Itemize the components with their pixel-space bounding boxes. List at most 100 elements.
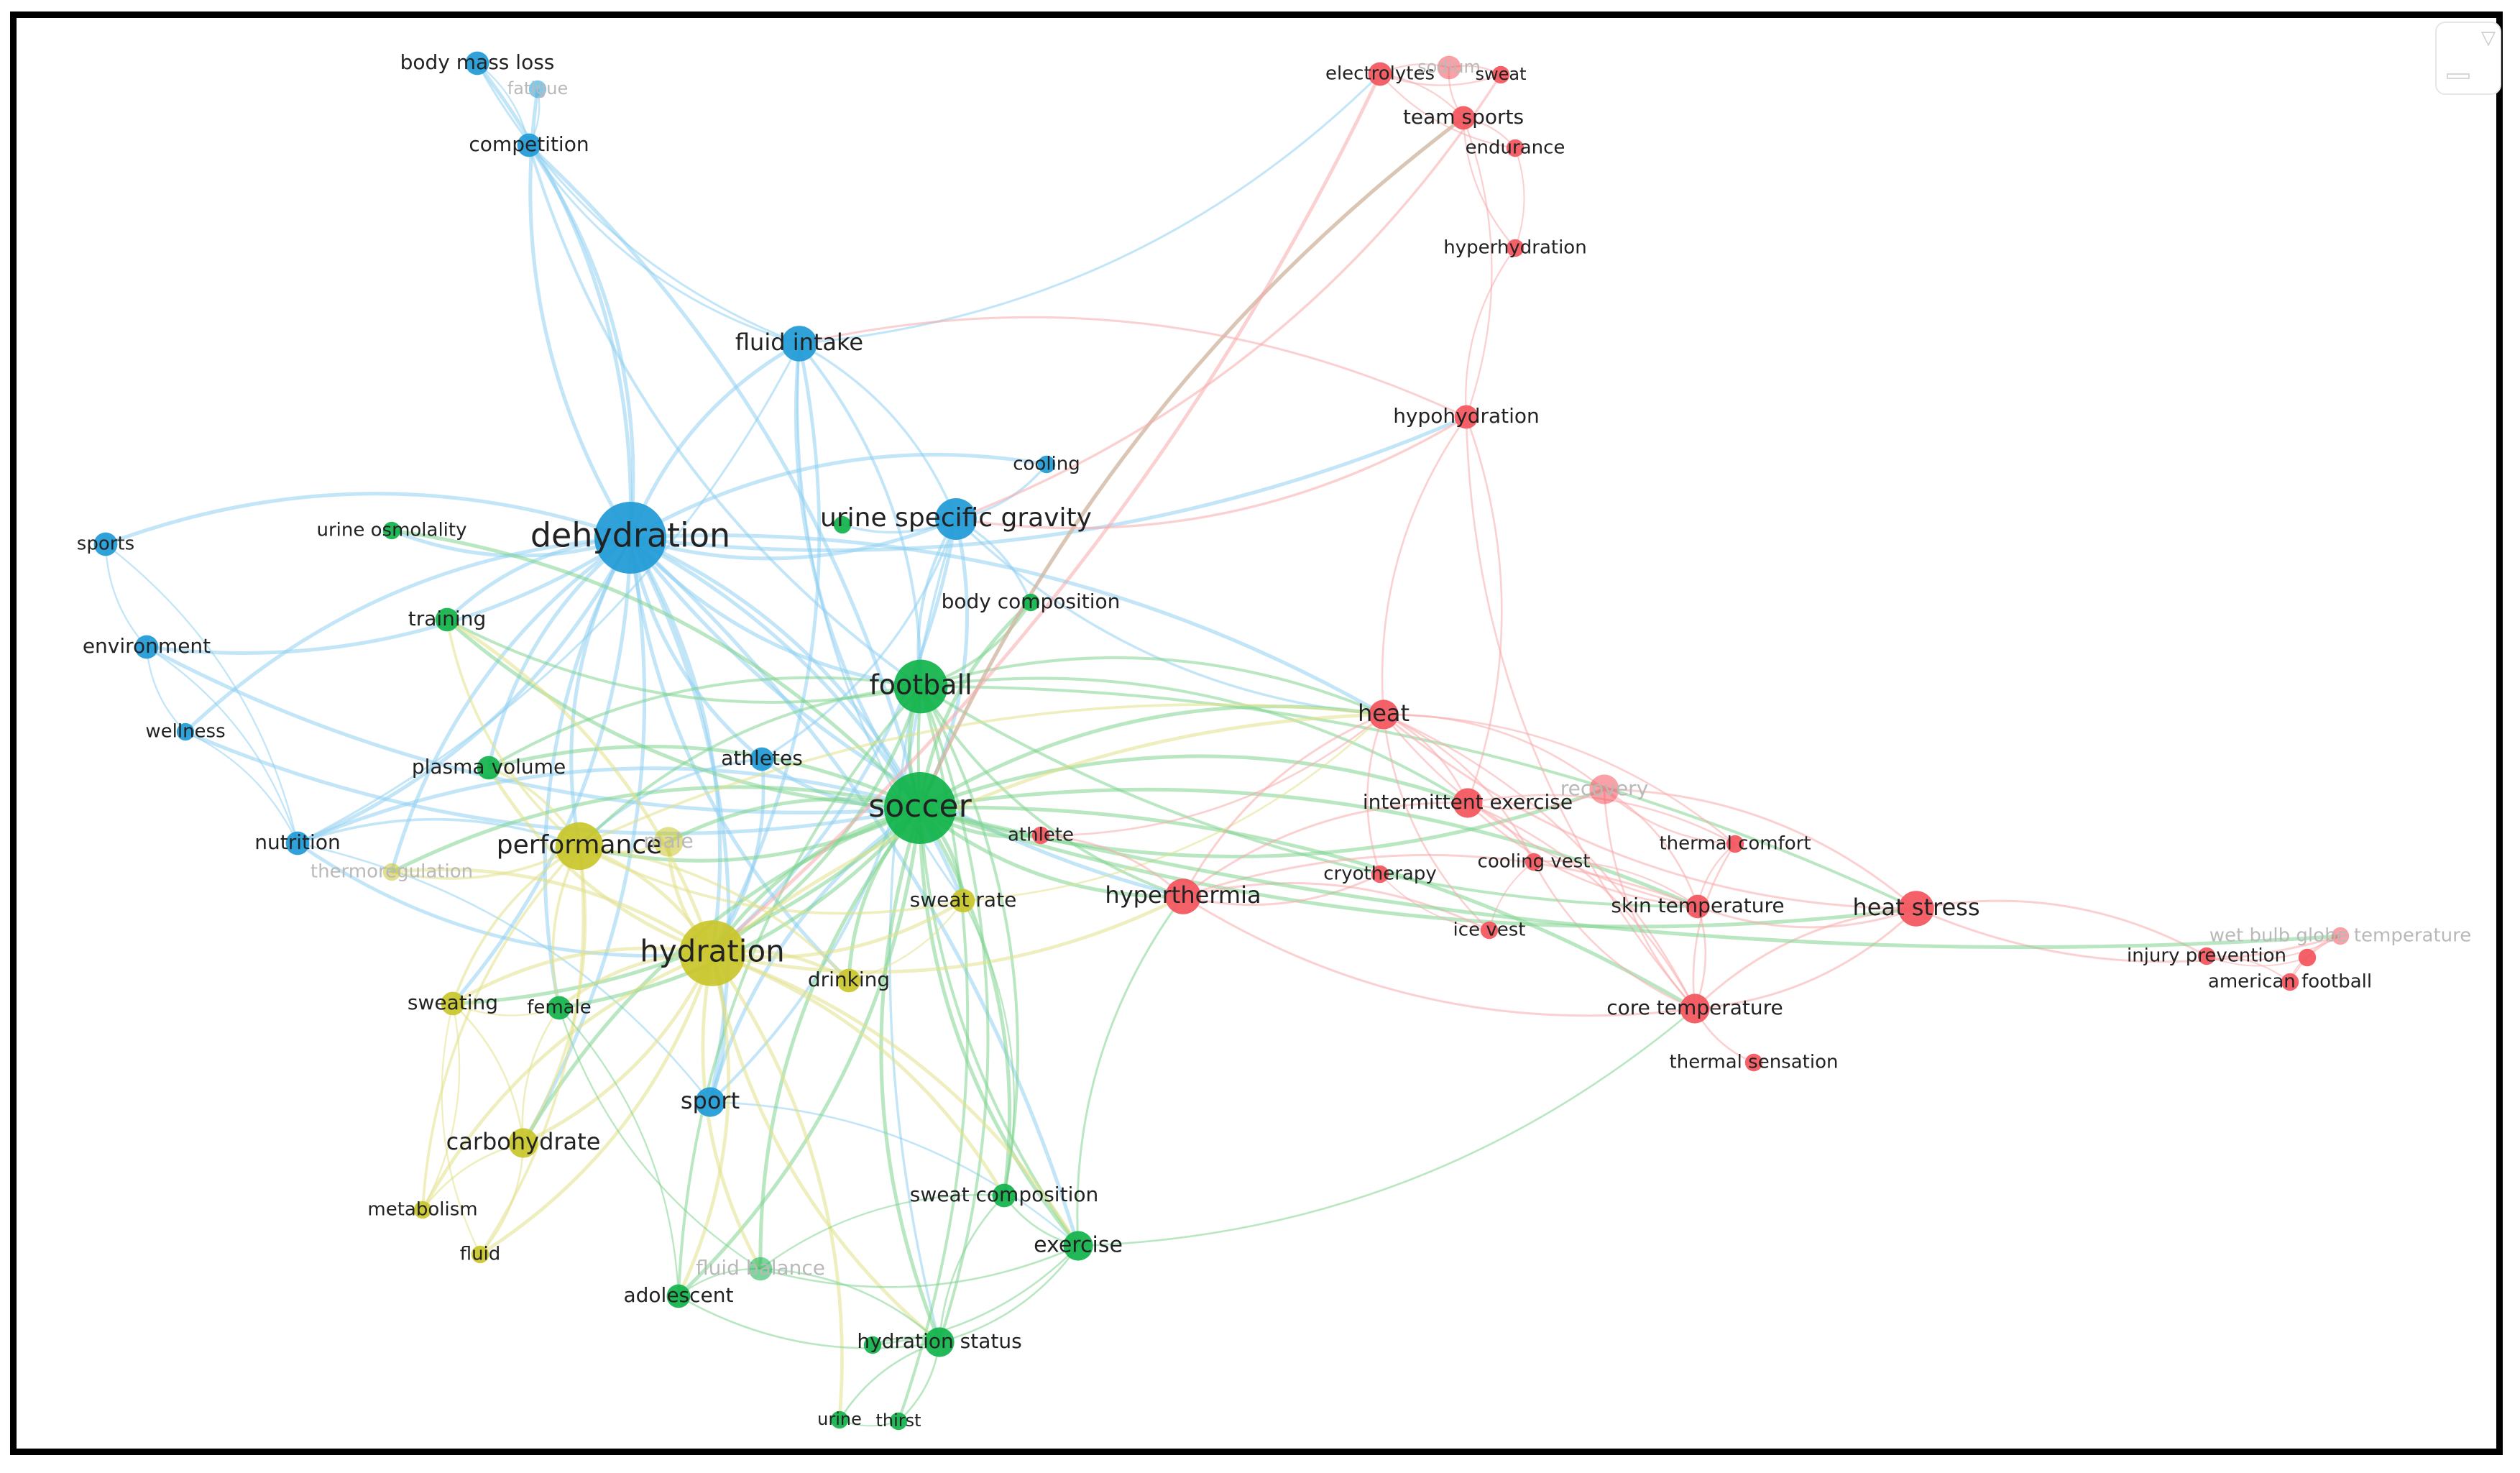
node-ice-vest[interactable] [1480,921,1499,940]
edge-performance-sweat-rate [579,845,964,915]
node-heat-stress[interactable] [1898,891,1934,927]
node-competition[interactable] [517,133,541,157]
node-hydration-status-small[interactable] [863,1336,882,1354]
edge-hydration-sweat-rate [712,899,965,959]
node-fluid-intake[interactable] [781,326,817,362]
node-sodium[interactable] [1437,55,1461,80]
node-dehydration[interactable] [594,502,666,574]
edge-hydration-urine [711,952,844,1421]
node-hyperthermia[interactable] [1165,878,1201,914]
node-injury-prevention[interactable] [2197,947,2216,965]
node-soccer[interactable] [884,772,956,844]
edge-heat-stress-core-temperature [1694,907,1918,1010]
edge-adolescent-hydration-status [678,1295,940,1349]
node-body-mass-loss[interactable] [465,51,489,75]
node-plasma-volume[interactable] [477,756,501,780]
edge-soccer-wet-bulb-globe-temperature [919,806,2341,950]
node-performance[interactable] [555,822,604,871]
node-electrolytes[interactable] [1368,62,1392,86]
node-label-ice-vest: ice vest [1453,919,1526,941]
node-label-cooling: cooling [1013,454,1080,475]
node-nutrition[interactable] [285,831,310,855]
node-core-temperature[interactable] [1680,994,1710,1024]
node-sweat-composition[interactable] [992,1183,1016,1208]
node-recovery[interactable] [1589,774,1619,804]
node-endurance[interactable] [1506,139,1525,157]
edge-dehydration-female [543,536,633,1009]
node-athletes[interactable] [750,747,774,771]
minimize-icon[interactable] [2447,73,2470,79]
node-drinking[interactable] [837,968,861,993]
node-sweat[interactable] [1491,65,1510,84]
edge-football-adolescent [677,685,922,1297]
node-thermal-comfort[interactable] [1726,835,1744,853]
node-fatigue[interactable] [528,80,547,98]
node-cryotherapy[interactable] [1371,865,1389,884]
edge-hydration-exercise [712,951,1080,1247]
node-label-american-football: american football [2208,971,2372,993]
node-athlete[interactable] [1031,826,1050,845]
edge-performance-fluid [479,845,585,1256]
node-urine-osmolality[interactable] [382,521,401,540]
node-wet-bulb-globe-temperature[interactable] [2331,927,2350,945]
node-label-thermoregulation: thermoregulation [311,861,473,883]
edge-team-sports-hypohydration [1462,117,1493,418]
edge-intermittent-exercise-core-temperature [1467,802,1696,1009]
node-female[interactable] [547,996,571,1020]
node-thirst[interactable] [889,1412,908,1431]
edge-hyperthermia-skin-temperature [1182,853,1698,908]
edge-fluid-balance-sweat-composition [760,1194,1005,1270]
node-intermittent-exercise[interactable] [1453,788,1483,818]
node-body-composition[interactable] [1021,593,1040,612]
filter-icon[interactable]: ▽ [2481,27,2496,49]
edge-performance-drinking [579,845,850,982]
edge-sweat-urine-specific-gravity [955,74,1502,520]
node-thermoregulation[interactable] [382,863,401,881]
node-football[interactable] [893,659,948,714]
edge-hyperhydration-hypohydration [1465,247,1516,418]
node-exercise[interactable] [1063,1231,1093,1261]
node-hydration-status[interactable] [924,1327,955,1357]
node-usg-small[interactable] [833,515,852,534]
edge-hydration-fluid [479,953,714,1257]
node-urine[interactable] [830,1410,849,1429]
node-label-heat-stress: heat stress [1853,894,1980,921]
node-environment[interactable] [134,635,159,659]
node-thermal-sensation[interactable] [1744,1053,1763,1072]
node-skin-temperature[interactable] [1686,894,1710,919]
node-cooling-vest[interactable] [1525,853,1543,871]
node-hydration[interactable] [679,920,745,986]
node-sweat-rate[interactable] [951,889,975,913]
edge-cooling-vest-skin-temperature [1533,860,1698,907]
node-cooling[interactable] [1037,455,1056,474]
edge-hydration-carbohydrate [522,952,714,1145]
node-fluid[interactable] [471,1245,489,1264]
node-fluid-balance[interactable] [748,1257,773,1281]
view-control-panel[interactable]: ▽ [2435,22,2501,95]
edge-fluid-balance-hydration-status [760,1267,940,1343]
edge-sweating-fluid [441,1003,482,1255]
node-sports[interactable] [93,532,118,556]
edge-soccer-heat-stress [919,806,1917,929]
node-american-football[interactable] [2281,973,2299,991]
node-label-core-temperature: core temperature [1606,996,1783,1019]
node-sport[interactable] [695,1087,725,1117]
node-label-sport: sport [681,1087,740,1114]
edges-layer [104,62,2341,1427]
node-male[interactable] [653,827,684,857]
edge-soccer-sweat-composition [918,807,1012,1196]
node-urine-specific-gravity[interactable] [935,498,977,540]
node-team-sports[interactable] [1451,106,1476,130]
node-adolescent[interactable] [666,1284,691,1308]
edge-nutrition-hydration [296,842,713,958]
node-hyperhydration[interactable] [1506,239,1525,257]
edge-hydration-status-sweat-composition [938,1195,1005,1343]
node-hypohydration[interactable] [1454,405,1479,429]
node-af-small[interactable] [2298,948,2317,967]
node-heat[interactable] [1369,699,1399,730]
node-sweating[interactable] [441,991,465,1016]
node-carbohydrate[interactable] [508,1128,538,1158]
node-training[interactable] [435,607,459,632]
node-wellness[interactable] [176,722,195,741]
node-metabolism[interactable] [413,1201,432,1219]
